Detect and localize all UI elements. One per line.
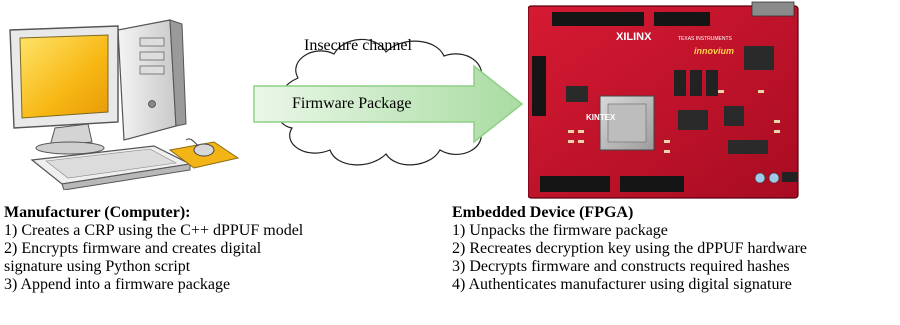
- keyboard: [30, 145, 192, 190]
- manufacturer-title: Manufacturer (Computer):: [4, 204, 191, 221]
- firmware-arrow: [253, 64, 524, 144]
- manufacturer-step-1: 1) Creates a CRP using the C++ dPPUF mod…: [4, 222, 304, 239]
- mouse-and-pad: [168, 138, 240, 169]
- device-title: Embedded Device (FPGA): [452, 204, 634, 221]
- tower-case: [117, 19, 187, 141]
- monitor: [9, 25, 119, 155]
- manufacturer-step-2: 2) Encrypts firmware and creates digital: [4, 240, 262, 257]
- insecure-channel-diagram: [253, 38, 524, 166]
- manufacturer-step-3: 3) Append into a firmware package: [4, 276, 231, 293]
- device-step-4: 4) Authenticates manufacturer using digi…: [452, 276, 792, 293]
- device-step-1: 1) Unpacks the firmware package: [452, 222, 668, 239]
- device-step-3: 3) Decrypts firmware and constructs requ…: [452, 258, 790, 275]
- channel-label: Insecure channel: [304, 37, 412, 54]
- kintex-chip-text: KINTEX: [586, 113, 616, 122]
- firmware-package-label: Firmware Package: [292, 95, 412, 112]
- fpga-board-image: XILINX TEXAS INSTRUMENTS innovium KINTEX: [528, 1, 799, 199]
- computer-illustration: [9, 19, 240, 190]
- innovium-text: innovium: [694, 46, 734, 56]
- texas-instruments-text: TEXAS INSTRUMENTS: [678, 36, 733, 42]
- manufacturer-step-2-cont: signature using Python script: [4, 258, 191, 275]
- device-step-2: 2) Recreates decryption key using the dP…: [452, 240, 808, 257]
- xilinx-logo-text: XILINX: [616, 31, 652, 43]
